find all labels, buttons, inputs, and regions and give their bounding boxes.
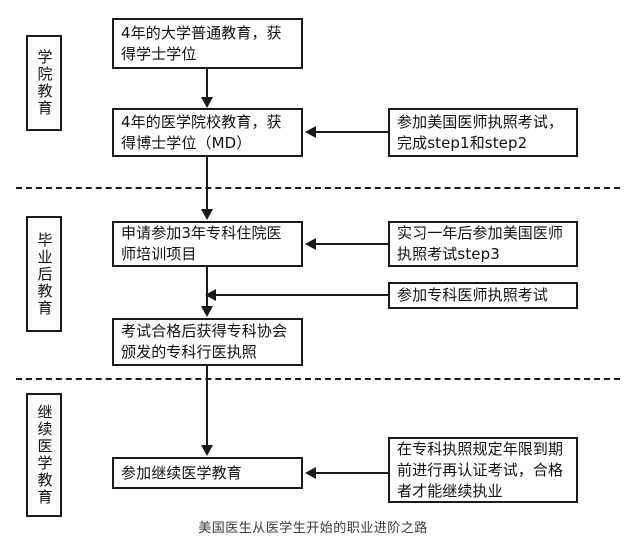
connector-medical-school-to-residency xyxy=(206,157,208,210)
stage-label-continuing-medical-education: 继续医学教育 xyxy=(26,393,62,517)
node-usmle-step1-step2: 参加美国医师执照考试，完成step1和step2 xyxy=(388,108,578,157)
connector-usmle-step12-to-medical-school xyxy=(316,131,389,133)
arrowhead-left-to-medical-school xyxy=(305,126,316,138)
node-text: 实习一年后参加美国医师执照考试step3 xyxy=(397,224,564,263)
node-text: 在专科执照规定年限到期前进行再认证考试，合格者才能继续执业 xyxy=(397,439,564,500)
section-divider-top xyxy=(16,187,620,189)
node-specialty-board-exam: 参加专科医师执照考试 xyxy=(388,282,578,309)
node-usmle-step3: 实习一年后参加美国医师执照考试step3 xyxy=(388,221,578,267)
node-text: 参加专科医师执照考试 xyxy=(397,286,549,304)
arrowhead-left-to-spine xyxy=(205,289,216,301)
connector-residency-to-specialty-license xyxy=(206,267,208,307)
arrowhead-down-to-residency xyxy=(201,209,213,220)
node-text: 考试合格后获得专科协会颁发的专科行医执照 xyxy=(121,322,288,361)
arrowhead-down-to-continuing-education xyxy=(201,445,213,456)
node-specialty-license: 考试合格后获得专科协会颁发的专科行医执照 xyxy=(112,318,303,366)
node-continuing-education: 参加继续医学教育 xyxy=(112,457,303,489)
arrowhead-left-to-continuing-education xyxy=(305,467,316,479)
stage-label-undergraduate-medical-education: 学院教育 xyxy=(26,35,62,131)
node-text: 申请参加3年专科住院医师培训项目 xyxy=(121,224,282,263)
node-text: 4年的医学院校教育，获得博士学位（MD） xyxy=(121,112,282,152)
section-divider-bottom xyxy=(16,378,620,380)
node-text: 参加继续医学教育 xyxy=(121,463,242,482)
arrowhead-left-to-residency xyxy=(305,238,316,250)
arrowhead-down-to-specialty-license xyxy=(201,306,213,317)
connector-recertification-to-continuing-education xyxy=(316,472,389,474)
node-text: 参加美国医师执照考试，完成step1和step2 xyxy=(397,112,564,152)
stage-label-text: 毕业后教育 xyxy=(35,231,54,317)
stage-label-text: 学院教育 xyxy=(35,49,54,117)
node-college-education: 4年的大学普通教育，获得学士学位 xyxy=(112,18,303,69)
node-text: 4年的大学普通教育，获得学士学位 xyxy=(121,23,282,63)
connector-college-to-medical-school xyxy=(206,69,208,98)
connector-board-exam-to-spine xyxy=(216,294,389,296)
arrowhead-down-to-medical-school xyxy=(201,97,213,108)
stage-label-graduate-medical-education: 毕业后教育 xyxy=(26,216,62,332)
node-medical-school: 4年的医学院校教育，获得博士学位（MD） xyxy=(112,108,303,157)
node-residency-application: 申请参加3年专科住院医师培训项目 xyxy=(112,221,303,267)
connector-usmle-step3-to-residency xyxy=(316,243,389,245)
figure-caption: 美国医生从医学生开始的职业进阶之路 xyxy=(198,521,428,536)
node-recertification: 在专科执照规定年限到期前进行再认证考试，合格者才能继续执业 xyxy=(388,437,578,503)
connector-specialty-license-to-continuing-education xyxy=(206,366,208,446)
stage-label-text: 继续医学教育 xyxy=(35,404,54,506)
